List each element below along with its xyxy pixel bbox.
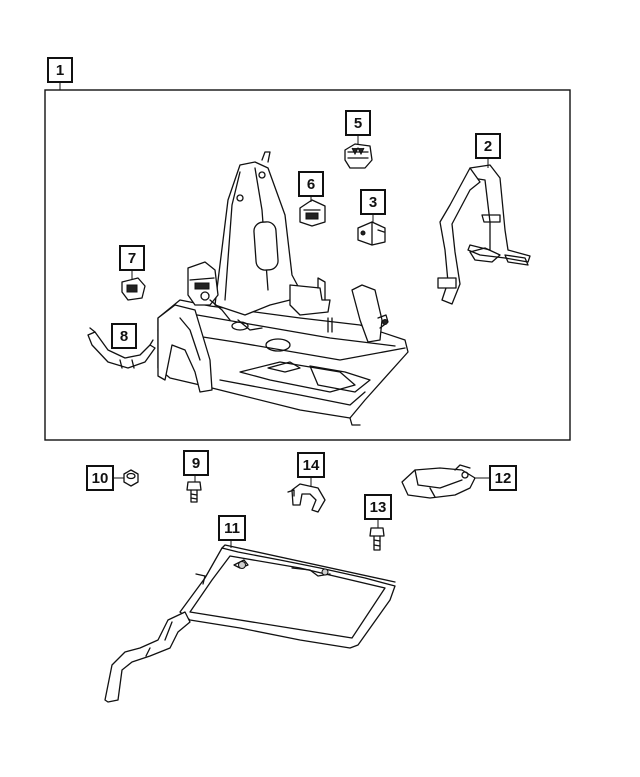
callout-3-label: 3 xyxy=(368,193,378,211)
callout-10[interactable]: 10 xyxy=(86,465,114,491)
callout-3[interactable]: 3 xyxy=(360,189,386,215)
battery-hold-down-strap[interactable] xyxy=(437,164,531,305)
wire-clip-5[interactable] xyxy=(344,143,373,169)
callout-8-label: 8 xyxy=(119,327,129,345)
callout-6-label: 6 xyxy=(306,175,316,193)
callout-13-label: 13 xyxy=(369,498,387,516)
callout-14[interactable]: 14 xyxy=(297,452,325,478)
callout-5-label: 5 xyxy=(353,114,363,132)
connector-7[interactable] xyxy=(121,277,146,301)
callout-12[interactable]: 12 xyxy=(489,465,517,491)
callout-7-label: 7 xyxy=(127,249,137,267)
callout-1[interactable]: 1 xyxy=(47,57,73,83)
callout-2-label: 2 xyxy=(483,137,493,155)
callout-11-label: 11 xyxy=(224,519,240,537)
callout-9[interactable]: 9 xyxy=(183,450,209,476)
callout-12-label: 12 xyxy=(494,469,512,487)
harness-clip-8[interactable] xyxy=(87,327,156,369)
bracket-clip[interactable] xyxy=(357,221,386,246)
battery-tray-assembly[interactable] xyxy=(157,151,409,426)
callout-8[interactable]: 8 xyxy=(111,323,137,349)
callout-2[interactable]: 2 xyxy=(475,133,501,159)
callout-14-label: 14 xyxy=(302,456,320,474)
callout-5[interactable]: 5 xyxy=(345,110,371,136)
assembly-frame xyxy=(44,89,571,441)
callout-6[interactable]: 6 xyxy=(298,171,324,197)
mounting-bracket-12[interactable] xyxy=(401,464,476,499)
bolt-9[interactable] xyxy=(186,481,202,503)
battery-tray-pan-with-drain-tube[interactable] xyxy=(104,544,396,703)
callout-7[interactable]: 7 xyxy=(119,245,145,271)
callout-13[interactable]: 13 xyxy=(364,494,392,520)
bolt-13[interactable] xyxy=(369,527,385,551)
wire-clip-6[interactable] xyxy=(299,199,326,227)
callout-1-label: 1 xyxy=(55,61,65,79)
callout-10-label: 10 xyxy=(91,469,109,487)
strap-clip-14[interactable] xyxy=(287,483,326,513)
nut-10[interactable] xyxy=(123,469,139,487)
callout-11[interactable]: 11 xyxy=(218,515,246,541)
callout-9-label: 9 xyxy=(191,454,201,472)
